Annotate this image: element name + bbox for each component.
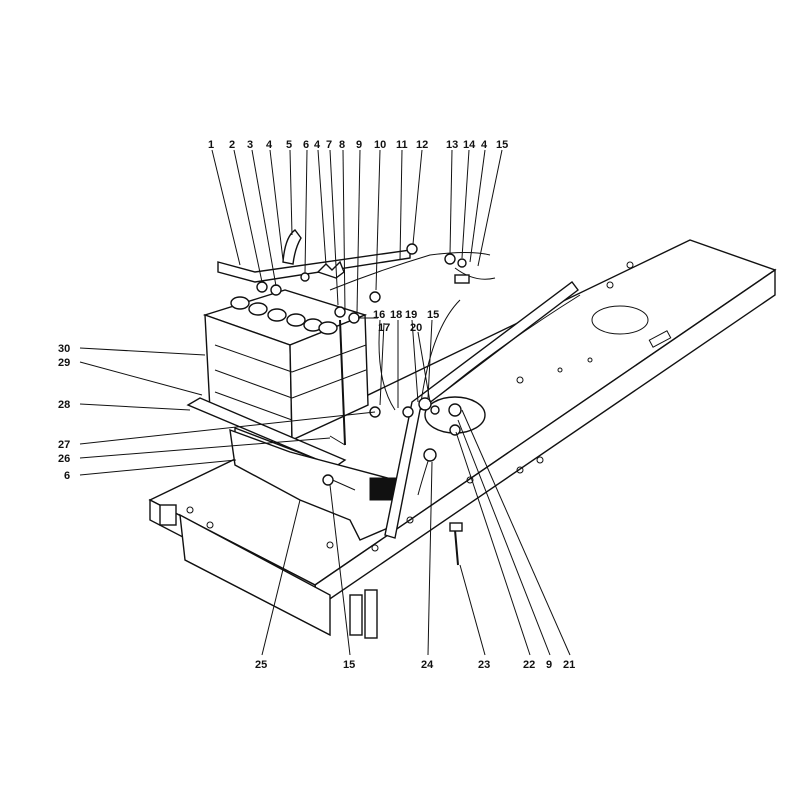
callout-label: 4	[481, 139, 488, 151]
callout-label: 6	[303, 139, 309, 151]
callout-label: 4	[266, 139, 273, 151]
callout-label: 8	[339, 139, 345, 151]
callout-label: 23	[478, 659, 490, 671]
callout-label: 30	[58, 343, 70, 355]
callout-label: 15	[343, 659, 355, 671]
callout-label: 21	[563, 659, 575, 671]
callout-label: 24	[421, 659, 434, 671]
callout-label: 15	[496, 139, 508, 151]
callout-label: 16	[373, 309, 385, 321]
callout-label: 4	[314, 139, 321, 151]
callout-label: 19	[405, 309, 417, 321]
callout-label: 15	[427, 309, 439, 321]
callout-label: 11	[396, 139, 408, 151]
callout-label: 26	[58, 453, 70, 465]
callout-label: 1	[208, 139, 214, 151]
callout-label: 17	[378, 322, 390, 334]
plate-holes	[186, 261, 634, 552]
callout-label: 12	[416, 139, 428, 151]
callout-label: 20	[410, 322, 422, 334]
callout-labels-bottom: 25 15 24 23 22 9 21	[255, 659, 575, 671]
battery-tray	[186, 397, 403, 541]
callout-labels-left: 30 29 28 27 26 6	[58, 343, 70, 482]
callout-label: 10	[374, 139, 386, 151]
battery-caps	[230, 296, 338, 335]
callout-label: 25	[255, 659, 267, 671]
callout-label: 9	[356, 139, 362, 151]
callout-label: 18	[390, 309, 402, 321]
callout-label: 7	[326, 139, 332, 151]
leader-lines	[79, 149, 571, 656]
callout-label: 5	[286, 139, 292, 151]
callout-label: 2	[229, 139, 235, 151]
callout-label: 9	[546, 659, 552, 671]
callout-label: 27	[58, 439, 70, 451]
callout-label: 22	[523, 659, 535, 671]
callout-label: 13	[446, 139, 458, 151]
battery	[202, 289, 369, 442]
callout-labels-top: 1 2 3 4 5 6 4 7 8 9 10 11 12 13 14 4 15	[208, 139, 508, 151]
callout-label: 3	[247, 139, 253, 151]
callout-label: 6	[64, 470, 70, 482]
callout-label: 14	[463, 139, 476, 151]
callout-label: 28	[58, 399, 70, 411]
callout-label: 29	[58, 357, 70, 369]
callout-labels-mid: 16 18 19 15 17 20	[373, 309, 439, 334]
